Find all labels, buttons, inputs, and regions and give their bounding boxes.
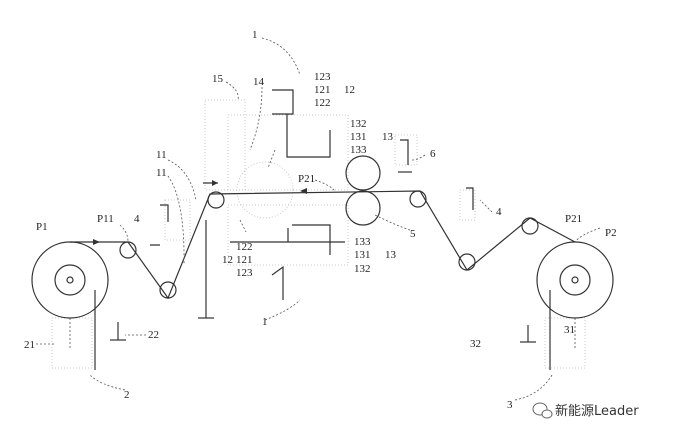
label-1-top: 1 [252,29,258,41]
label-123-top: 123 [314,71,331,83]
label-1-bottom: 1 [262,316,268,328]
label-131-bottom: 131 [354,249,371,261]
reference-labels: 1 15 14 123 121 122 12 132 131 133 13 6 … [24,29,617,411]
label-131-top: 131 [350,131,367,143]
label-12-bottom: 12 [222,254,233,266]
label-133-bottom: 133 [354,236,371,248]
label-21: 21 [24,339,35,351]
label-4-left: 4 [134,213,140,225]
lower-coating-unit [198,219,345,319]
label-2: 2 [124,389,130,401]
label-122-top: 122 [314,97,331,109]
label-121-top: 121 [314,84,331,96]
label-122-bottom: 122 [236,241,253,253]
label-31: 31 [564,324,575,336]
label-13-top: 13 [382,131,394,143]
upper-coating-unit [267,89,331,169]
label-5: 5 [410,228,416,240]
label-p21-right: P21 [565,213,582,225]
label-121-bottom: 121 [236,254,253,266]
unit-4-right [466,187,474,210]
label-11-a: 11 [156,149,167,161]
label-6: 6 [430,148,436,160]
label-132-bottom: 132 [354,263,371,275]
label-11-b: 11 [156,167,167,179]
label-p1: P1 [36,221,48,233]
label-14: 14 [253,76,265,88]
unwind-roll-p1 [31,241,126,370]
label-3: 3 [507,399,513,411]
unit-4-left [160,204,169,222]
wechat-icon [532,402,553,419]
label-p11: P11 [97,213,114,225]
web-path [70,190,576,300]
label-32: 32 [470,338,481,350]
housing-outlines [51,99,586,369]
label-123-bottom: 123 [236,267,253,279]
label-13-bottom: 13 [385,249,397,261]
label-4-right: 4 [496,206,502,218]
label-12-top: 12 [344,84,355,96]
label-22: 22 [148,329,159,341]
label-132-top: 132 [350,118,367,130]
label-15: 15 [212,73,224,85]
label-p21-mid: P21 [298,173,315,185]
leader-lines [36,37,601,401]
label-p2: P2 [605,227,617,239]
dryer-6 [400,139,409,165]
label-133-top: 133 [350,144,367,156]
rewind-roll-p2 [520,241,614,370]
watermark: 新能源Leader [532,402,639,419]
watermark-text: 新能源Leader [555,403,639,419]
